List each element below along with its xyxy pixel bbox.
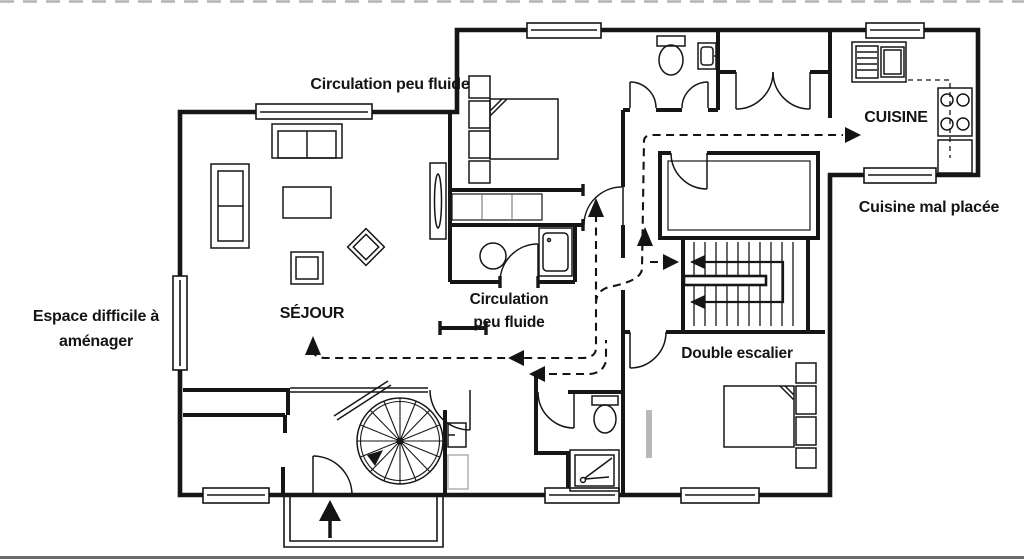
annotation-circulation-center-line1: Circulation [470,291,549,308]
stove-icon [937,87,973,137]
arrow-right-icon [663,254,679,270]
kitchen-counter-dashed-line [908,79,951,158]
arrow-left-icon [529,366,545,382]
coffee-table-icon [282,186,332,219]
labels: Circulation peu fluide CUISINE Cuisine m… [33,76,1000,362]
arrow-left-icon [508,350,524,366]
arrow-up-icon [319,500,341,521]
interior-walls [183,30,832,495]
circulation-path-hall [549,340,608,376]
spiral-arrow-icon [367,450,383,466]
window-sejour-top [255,103,373,120]
annotation-cuisine-mal-placee: Cuisine mal placée [859,199,1000,216]
french-double-door [735,71,811,110]
kitchen-sink-icon [851,41,907,83]
storage-room-door [670,152,708,190]
window-kitchen-top [865,22,925,39]
diamond-chair-icon [346,227,386,267]
sideboard-icon [429,162,447,240]
room-label-sejour: SÉJOUR [280,303,345,322]
sofa-top-icon [271,123,343,159]
window-bottom-left [202,487,270,504]
window-kitchen-bottom [863,167,937,184]
annotation-espace-line1: Espace difficile à [33,308,160,325]
hall-corridor-door [583,186,624,226]
arrow-up-icon [588,198,604,217]
stair-divider [682,274,768,287]
straight-staircase [682,242,794,326]
wc-top-right-door [681,81,709,109]
window-bedroom1-top [526,22,602,39]
washbasin-top-icon [697,42,718,70]
circulation-path-kitchen [311,133,843,360]
room-label-cuisine: CUISINE [864,109,928,126]
shower-bottom-icon [569,449,620,492]
stair-direction-line [701,260,785,304]
bed2-icon [723,362,817,469]
bed1-icon [468,75,559,184]
doors [312,71,811,496]
sofa-left-icon [210,163,250,249]
closet-icon [451,193,543,221]
circulation-paths [311,133,843,376]
arrow-right-icon [845,127,861,143]
storage-room-inner [667,160,811,231]
washbasin-mid-icon [479,242,507,270]
spiral-railing [333,380,392,421]
shower-mid-icon [538,227,573,277]
thin-structure [283,160,811,548]
spiral-staircase [333,380,444,485]
annotation-espace-line2: aménager [59,333,133,350]
railing [290,387,428,393]
bedroom2-door [629,331,667,369]
stair-arrow-icon [690,255,705,269]
kitchen-counter-icon [937,139,973,174]
annotation-double-escalier: Double escalier [681,345,793,362]
entry-door [312,455,353,496]
armchair-icon [290,251,324,285]
arrow-up-icon [305,336,321,355]
window-bottom-right [680,487,760,504]
toilet-top-icon [656,35,686,76]
wc-top-left-door [629,81,657,109]
arrow-up-icon [637,227,653,246]
toilet-bottom-icon [591,395,619,434]
windows [172,22,937,504]
annotation-circulation-center-line2: peu fluide [473,314,545,331]
sejour-hall-door [429,389,471,431]
hall-cabinet-icon [447,422,469,490]
annotation-circulation-top: Circulation peu fluide [310,76,469,93]
stair-arrow-icon [690,295,705,309]
exterior-walls [177,27,981,498]
wc-bottom-door [537,391,575,429]
bathroom-door [499,243,539,283]
fixtures [210,35,973,492]
sliding-door-pocket [646,410,652,458]
entry-arrow [319,500,341,538]
entry-porch [283,497,444,548]
window-sejour-left [172,275,188,371]
circulation-arrowheads [305,127,861,382]
